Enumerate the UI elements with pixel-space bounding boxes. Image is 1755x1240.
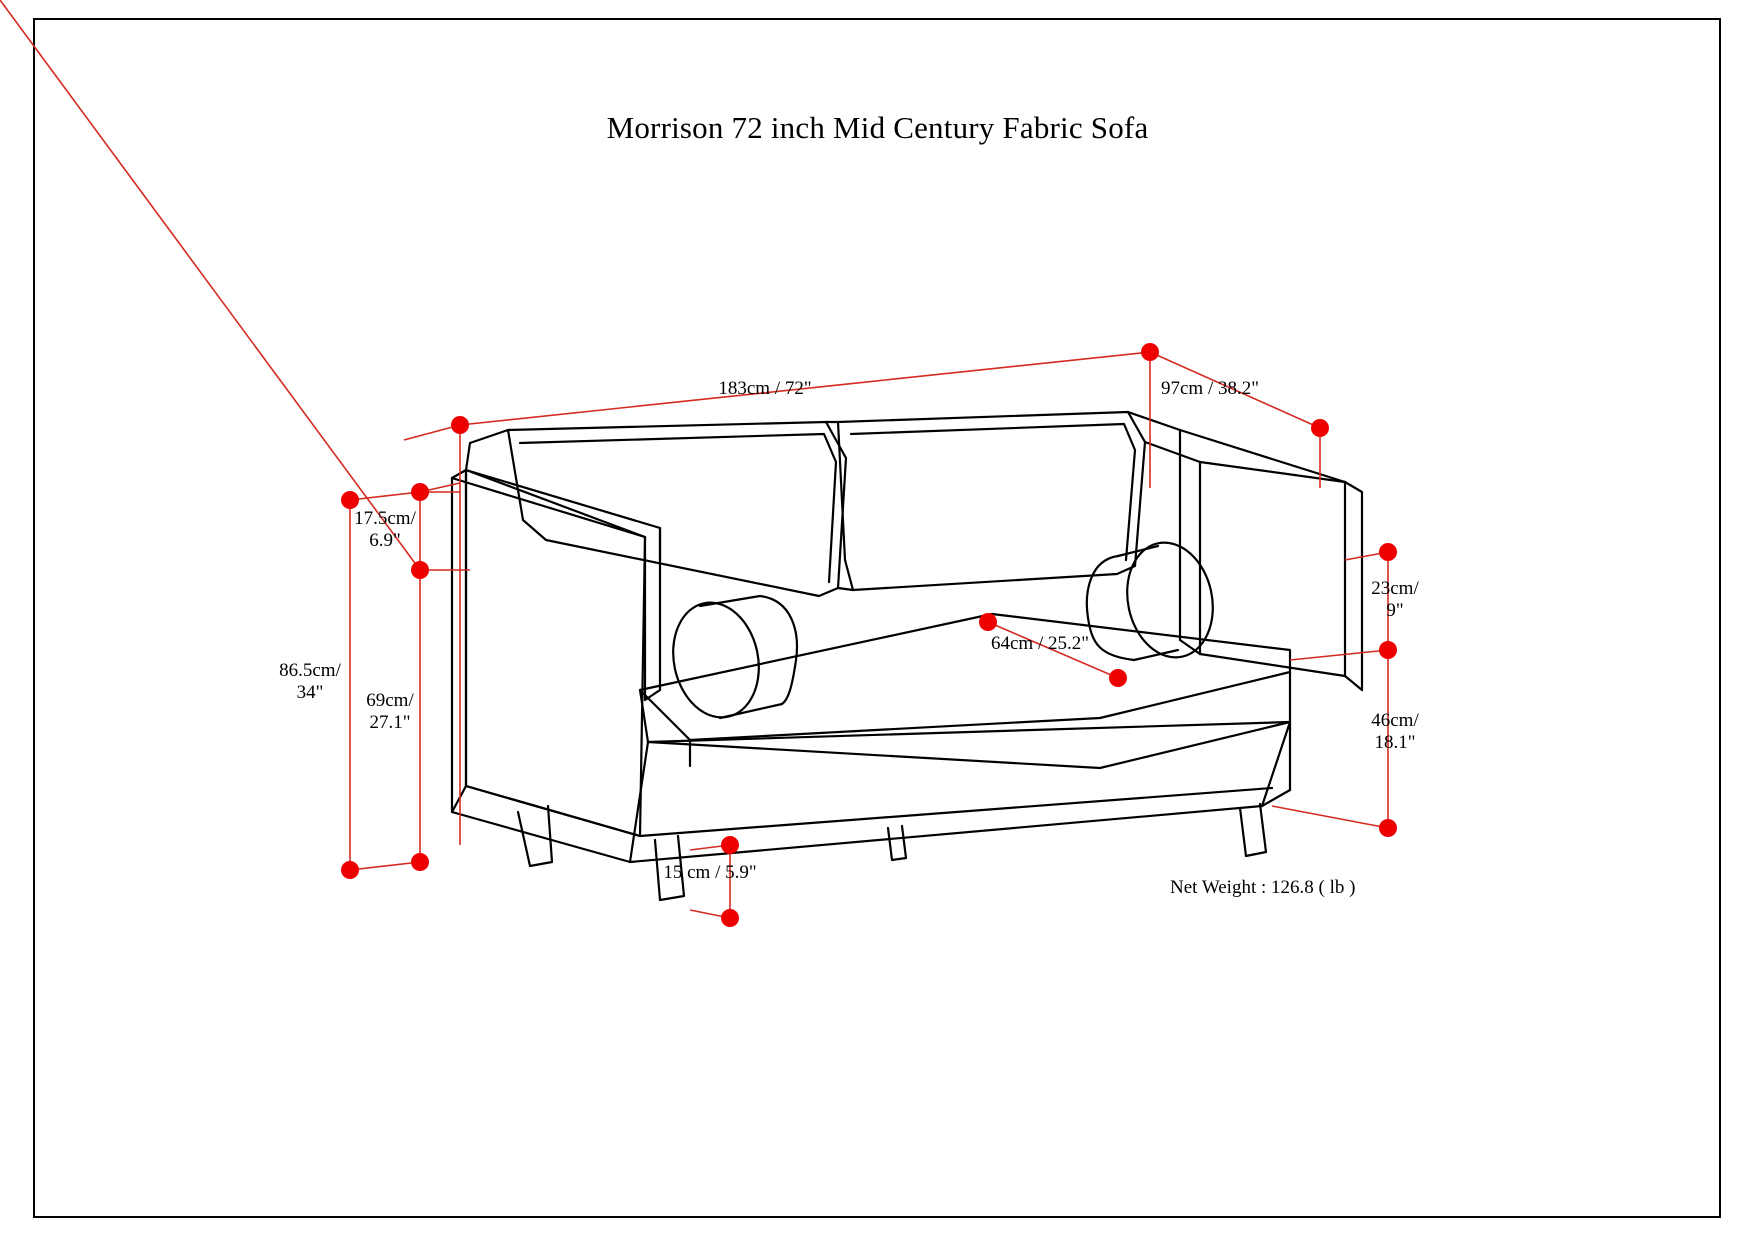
left-arm-top-face — [450, 476, 647, 539]
marker-leg-top — [721, 836, 739, 854]
base-inner-bottom — [638, 786, 1274, 838]
leg-back-left — [516, 804, 554, 868]
back-rail-edge-right — [1143, 440, 1202, 464]
marker-arm-height-bottom — [1379, 641, 1397, 659]
seat-cushion-top — [638, 612, 1292, 742]
base-bottom-right-corner — [1260, 788, 1292, 808]
overall-height-ext-top — [349, 491, 421, 501]
base-front-bottom — [628, 804, 1264, 864]
marker-overall-height-bottom — [341, 861, 359, 879]
marker-width-left — [451, 416, 469, 434]
marker-width-right — [1141, 343, 1159, 361]
marker-back-height-bottom — [411, 853, 429, 871]
left-bolster-end — [672, 601, 760, 719]
right-arm-outer-edge — [1343, 480, 1364, 692]
left-arm-top-outer-edge — [450, 468, 468, 508]
base-front-top — [646, 720, 1292, 744]
dimension-markers-group — [341, 343, 1397, 927]
page-title: Morrison 72 inch Mid Century Fabric Sofa — [606, 110, 1149, 145]
right-arm-inner-bottom — [1198, 652, 1347, 678]
arm-height-ext-bottom — [1289, 649, 1389, 661]
right-arm-top-face — [1198, 460, 1347, 484]
marker-arm-top-lower — [411, 561, 429, 579]
base-right-edge — [1260, 720, 1292, 808]
right-arm-back-bottom — [1178, 638, 1202, 656]
base-left-edge — [628, 740, 650, 864]
leg-front-right — [1238, 802, 1268, 858]
right-bolster-top-edge — [1116, 544, 1160, 558]
arm-top-ext-b — [0, 0, 421, 571]
right-bolster-body — [1085, 554, 1136, 662]
left-bolster-body — [758, 594, 798, 706]
seat-cushion-front — [638, 670, 1292, 770]
leg-front-left — [653, 834, 686, 902]
right-bolster-end — [1126, 541, 1214, 659]
left-side-panel — [464, 468, 647, 838]
page-border — [33, 18, 1721, 1218]
marker-arm-top-upper — [411, 483, 429, 501]
back-top-rail-left — [464, 428, 510, 472]
leg-back-center — [886, 824, 908, 862]
marker-leg-bottom — [721, 909, 739, 927]
sofa-outline-group — [450, 410, 1364, 902]
left-bolster-bottom-edge — [718, 702, 784, 720]
dimension-lines-group — [0, 0, 1389, 919]
left-bolster-top-edge — [698, 594, 762, 608]
depth-dimension-line — [1149, 351, 1321, 429]
marker-seat-height-bottom — [1379, 819, 1397, 837]
back-cushion-left — [506, 420, 848, 598]
right-bolster-bottom-edge — [1132, 648, 1180, 662]
cushion-gap-bottom — [836, 586, 855, 592]
back-cushion-right — [836, 410, 1147, 592]
marker-seat-depth-start — [979, 613, 997, 631]
marker-seat-depth-end — [1109, 669, 1127, 687]
net-weight-label: Net Weight : 126.8 ( lb ) — [1170, 877, 1356, 898]
back-cushion-right-seam — [849, 422, 1137, 562]
seat-height-ext-bottom — [1271, 805, 1389, 829]
marker-depth-right — [1311, 419, 1329, 437]
seat-depth-line — [987, 621, 1119, 679]
width-ext-left — [403, 424, 461, 441]
overall-height-ext-bottom — [349, 861, 421, 871]
marker-arm-height-top — [1379, 543, 1397, 561]
left-arm-bottom-corner — [450, 784, 468, 814]
left-arm-top-inner — [464, 468, 662, 562]
back-cushion-left-seam — [518, 432, 838, 584]
marker-overall-height-top — [341, 491, 359, 509]
left-arm-bottom-outer — [450, 810, 632, 864]
right-arm-bottom-corner — [1343, 674, 1364, 692]
width-dimension-line — [459, 351, 1151, 426]
